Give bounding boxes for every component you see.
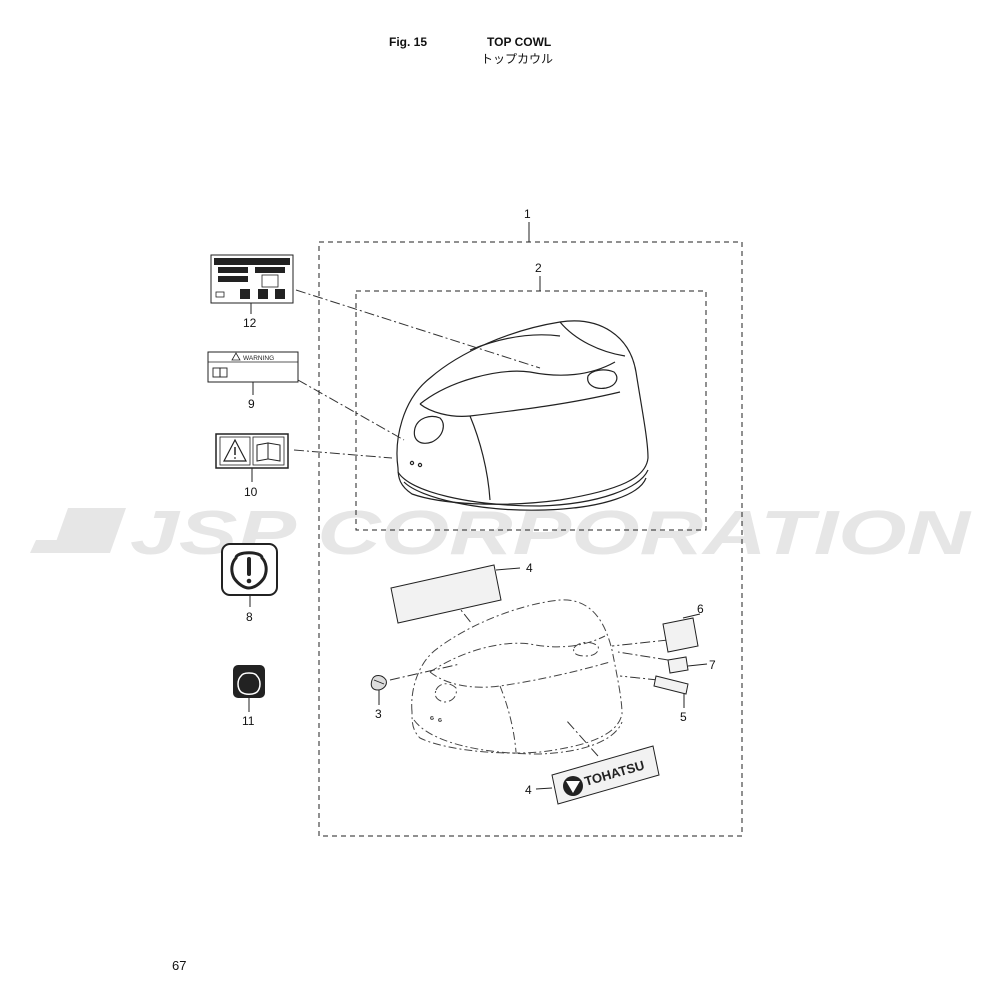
book-icon [256, 442, 281, 462]
book-icon [212, 367, 228, 378]
label-8-caution-mark [221, 543, 278, 596]
decal-4-brand: TOHATSU [551, 745, 660, 805]
label-10-caution-decal [215, 433, 289, 469]
callout-7: 7 [709, 658, 716, 672]
callout-5: 5 [680, 710, 687, 724]
page-number: 67 [172, 958, 187, 973]
callout-4-bottom: 4 [525, 783, 532, 797]
label-9-warning-decal: WARNING [207, 351, 299, 383]
callout-8: 8 [246, 610, 253, 624]
decal-7 [667, 656, 689, 674]
page-title: TOP COWL [487, 35, 552, 49]
decal-4-panel [390, 564, 502, 624]
callout-10: 10 [244, 485, 258, 499]
group-box-cowl-shell [355, 290, 707, 531]
decal-6 [662, 617, 699, 653]
emblem-3 [370, 675, 387, 691]
brand-logo-icon [563, 776, 583, 796]
page-title-japanese: トップカウル [481, 52, 554, 66]
top-cowl-outline-drawing [411, 599, 623, 755]
warning-triangle-icon [231, 352, 241, 361]
callout-11: 11 [242, 714, 255, 728]
callout-6: 6 [697, 602, 704, 616]
warning-triangle-icon [223, 438, 247, 462]
group-box-top-cowl-assembly [318, 241, 743, 837]
callout-4-top: 4 [526, 561, 533, 575]
decal-5 [653, 675, 689, 695]
figure-number: Fig. 15 [389, 35, 428, 49]
callout-2: 2 [535, 261, 542, 275]
callout-1: 1 [524, 207, 531, 221]
label-12-specification-decal [210, 254, 294, 304]
label-11-dark-mark [233, 665, 265, 698]
indicator-icon [237, 672, 261, 695]
watermark-logo-icon [30, 508, 126, 553]
callout-3: 3 [375, 707, 382, 721]
leader-lines [293, 289, 669, 757]
callout-12: 12 [243, 316, 257, 330]
callout-9: 9 [248, 397, 255, 411]
top-cowl-drawing [396, 320, 649, 511]
warning-label-text: WARNING [243, 355, 274, 362]
